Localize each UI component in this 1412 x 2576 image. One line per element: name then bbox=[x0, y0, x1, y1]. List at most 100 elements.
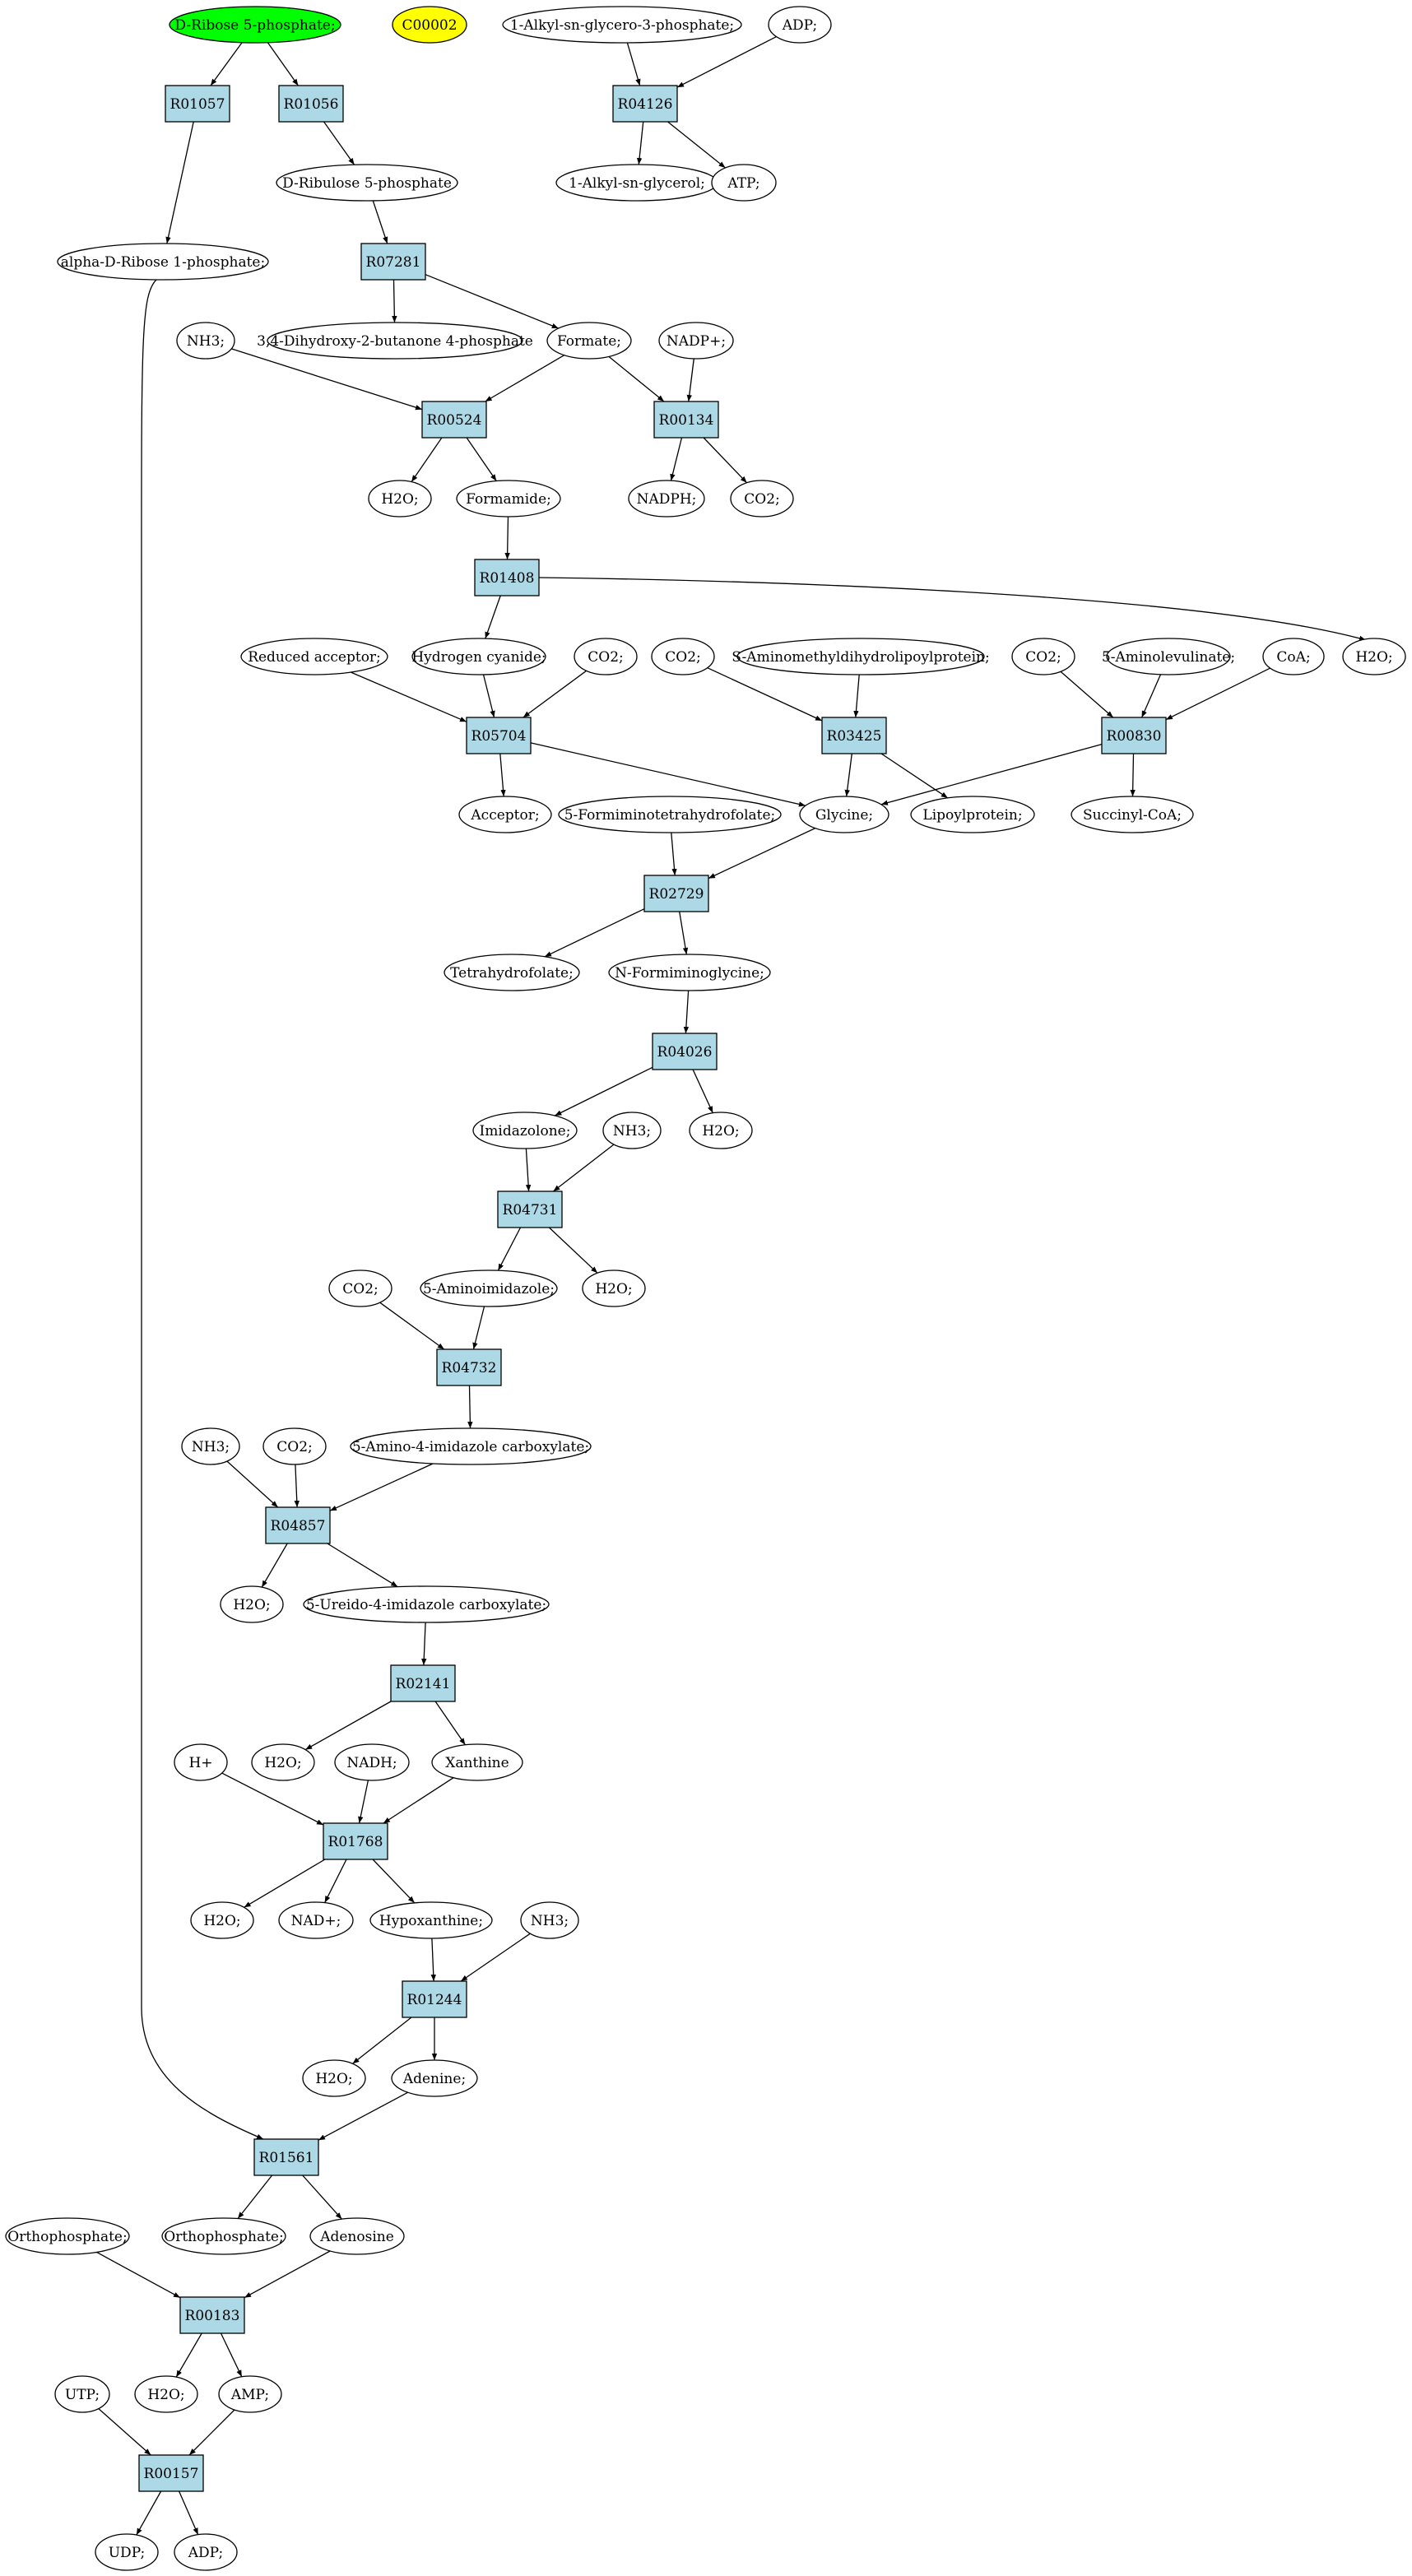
reaction-label: R04732 bbox=[442, 1360, 497, 1376]
compound-node: H2O; bbox=[689, 1112, 753, 1149]
compound-node: Orthophosphate; bbox=[5, 2217, 130, 2255]
compound-label: UDP; bbox=[109, 2545, 146, 2561]
compound-ellipse bbox=[161, 2217, 286, 2255]
reaction-box bbox=[497, 1191, 563, 1228]
edge-arrow bbox=[165, 121, 194, 244]
compound-node: NH3; bbox=[181, 1427, 240, 1465]
compound-ellipse bbox=[456, 480, 561, 518]
compound-node: Tetrahydrofolate; bbox=[444, 954, 580, 991]
compound-label: CO2; bbox=[744, 491, 780, 508]
edge-arrow bbox=[844, 753, 852, 797]
compound-label: N-Formiminoglycine; bbox=[615, 965, 764, 982]
compound-label: 1-Alkyl-sn-glycerol; bbox=[569, 175, 705, 192]
reaction-label: R02141 bbox=[396, 1676, 451, 1692]
compound-label: H2O; bbox=[264, 1755, 301, 1771]
edge-arrow bbox=[430, 1938, 436, 1982]
compound-ellipse bbox=[730, 480, 794, 518]
compound-node: CO2; bbox=[730, 480, 794, 518]
compound-label: Xanthine bbox=[445, 1755, 509, 1771]
compound-node: Xanthine bbox=[431, 1743, 523, 1781]
compound-ellipse bbox=[54, 2375, 110, 2413]
reaction-box bbox=[821, 717, 887, 754]
reaction-label: R00157 bbox=[144, 2466, 199, 2482]
edge-arrow bbox=[504, 516, 510, 560]
compound-label: Lipoylprotein; bbox=[922, 807, 1022, 824]
reaction-node: R04732 bbox=[436, 1348, 502, 1386]
compound-ellipse bbox=[1262, 638, 1325, 675]
compound-node: Reduced acceptor; bbox=[240, 638, 388, 675]
edge-arrow bbox=[636, 121, 644, 165]
compound-node: NH3; bbox=[176, 322, 235, 360]
compound-ellipse bbox=[768, 6, 832, 44]
compound-node: Lipoylprotein; bbox=[910, 796, 1035, 833]
edge-arrow bbox=[98, 2408, 151, 2456]
compound-label: CO2; bbox=[588, 649, 624, 666]
reaction-label: R07281 bbox=[366, 254, 421, 271]
compound-node: H2O; bbox=[582, 1269, 646, 1307]
compound-label: Acceptor; bbox=[470, 807, 539, 824]
compound-node: NADP+; bbox=[658, 322, 734, 360]
compound-ellipse bbox=[444, 954, 580, 991]
edge-arrow bbox=[434, 1701, 466, 1746]
reaction-node: R04731 bbox=[497, 1191, 563, 1228]
compound-node: N-Formiminoglycine; bbox=[608, 954, 771, 991]
edge-arrow bbox=[880, 743, 1103, 805]
edge-arrow bbox=[667, 121, 726, 169]
reaction-label: R01408 bbox=[480, 570, 535, 587]
compound-ellipse bbox=[502, 6, 742, 44]
compound-label: Hypoxanthine; bbox=[379, 1913, 483, 1929]
compound-label: H2O; bbox=[315, 2071, 352, 2087]
compound-label: 5-Aminolevulinate; bbox=[1102, 649, 1235, 666]
compound-ellipse bbox=[95, 2533, 159, 2571]
edge-arrow bbox=[372, 1859, 416, 1904]
reaction-label: R01056 bbox=[284, 96, 339, 113]
edge-arrow bbox=[497, 1227, 522, 1271]
compound-ellipse bbox=[251, 1743, 315, 1781]
reaction-node: R02141 bbox=[390, 1664, 456, 1702]
compound-ellipse bbox=[240, 638, 388, 675]
reaction-box bbox=[138, 2454, 204, 2492]
reaction-box bbox=[653, 401, 719, 439]
compound-label: CO2; bbox=[665, 649, 701, 666]
reaction-label: R04026 bbox=[657, 1044, 713, 1061]
edge-arrow bbox=[683, 990, 690, 1034]
reaction-label: R01244 bbox=[407, 1992, 462, 2008]
edge-arrow bbox=[329, 1463, 434, 1511]
reaction-label: R01768 bbox=[328, 1834, 383, 1850]
reaction-label: R05704 bbox=[471, 728, 527, 745]
compound-label: S-Aminomethyldihydrolipoylprotein; bbox=[732, 649, 989, 666]
edge-arrow bbox=[304, 1701, 392, 1751]
reaction-node: R07281 bbox=[360, 243, 426, 281]
compound-ellipse bbox=[276, 164, 458, 202]
edge-arrow bbox=[179, 2490, 199, 2535]
edge-arrow bbox=[318, 2091, 409, 2141]
compound-ellipse bbox=[1106, 638, 1231, 675]
reaction-node: R04026 bbox=[652, 1033, 718, 1070]
edge-arrow bbox=[411, 437, 443, 482]
compound-label: NH3; bbox=[192, 1439, 230, 1455]
edge-arrow bbox=[141, 279, 264, 2140]
compound-node: CO2; bbox=[651, 638, 715, 675]
reaction-node: R01057 bbox=[165, 85, 230, 123]
reaction-node: R03425 bbox=[821, 717, 887, 754]
reaction-box bbox=[165, 85, 230, 123]
compound-label: CO2; bbox=[1025, 649, 1061, 666]
compound-node: ATP; bbox=[711, 164, 777, 202]
reaction-label: R04126 bbox=[618, 96, 673, 113]
compound-node: 5-Aminoimidazole; bbox=[420, 1269, 558, 1307]
compound-node: 5-Ureido-4-imidazole carboxylate; bbox=[303, 1585, 550, 1623]
reaction-box bbox=[402, 1980, 467, 2018]
reaction-node: R01056 bbox=[278, 85, 344, 123]
compound-node: CO2; bbox=[262, 1427, 327, 1465]
compound-ellipse bbox=[174, 2533, 238, 2571]
compound-node: CO2; bbox=[574, 638, 638, 675]
compound-ellipse bbox=[176, 322, 235, 360]
compound-node: NADH; bbox=[334, 1743, 410, 1781]
compound-label: NH3; bbox=[613, 1123, 651, 1139]
edge-arrow bbox=[175, 2332, 202, 2378]
compound-label: H2O; bbox=[147, 2387, 184, 2403]
compound-node: S-Aminomethyldihydrolipoylprotein; bbox=[732, 638, 990, 675]
compound-ellipse bbox=[57, 243, 269, 281]
reaction-node: R01408 bbox=[474, 559, 540, 596]
